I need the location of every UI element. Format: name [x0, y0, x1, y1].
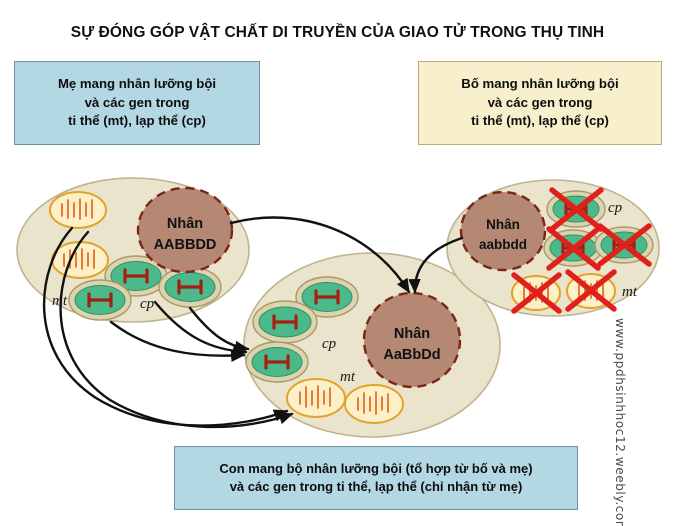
cross-out-icon: [546, 226, 601, 271]
father-info-line-3: ti thể (mt), lạp thể (cp): [471, 113, 609, 129]
cross-out-icon: [597, 223, 652, 267]
arrow-mother-mt1-to-zygote: [42, 226, 289, 427]
child-nucleus-label-1: Nhân: [394, 326, 430, 342]
father-info-line-2: và các gen trong: [487, 94, 593, 110]
father-mt-label: mt: [622, 284, 638, 300]
father-chloroplast-3: [594, 223, 654, 267]
arrow-mother-cp1-to-zygote: [188, 306, 250, 354]
child-cp-label: cp: [322, 336, 337, 352]
father-cell[interactable]: Nhân aabbdd: [446, 179, 660, 317]
child-mt-label: mt: [340, 369, 356, 385]
mother-info-line-2: và các gen trong: [84, 94, 190, 110]
child-info-line-2: và các gen trong ti thể, lạp thể (chỉ nh…: [229, 479, 523, 494]
child-chloroplast-2: [252, 300, 318, 344]
father-nucleus-label-1: Nhân: [486, 217, 520, 232]
arrow-mother-cp3-to-zygote: [109, 320, 246, 363]
mother-mitochondrion-1: [49, 191, 107, 229]
child-nucleus: Nhân AaBbDd: [362, 291, 462, 389]
mother-mitochondrion-2: [51, 241, 109, 279]
cross-out-icon: [565, 269, 617, 312]
father-nucleus: Nhân aabbdd: [459, 190, 547, 272]
father-info-box: Bố mang nhân lưỡng bội và các gen trong …: [418, 61, 662, 145]
mother-cell[interactable]: mt cp Nhân AABBDD: [16, 177, 250, 323]
father-mitochondrion-1: [511, 272, 562, 314]
mother-nucleus: Nhân AABBDD: [136, 186, 234, 274]
cross-out-icon: [511, 272, 562, 314]
mother-cp-label: cp: [140, 296, 155, 312]
cross-out-icon: [549, 187, 604, 232]
child-info-box: Con mang bộ nhân lưỡng bội (tổ hợp từ bố…: [174, 446, 578, 510]
page-title: SỰ ĐÓNG GÓP VẬT CHẤT DI TRUYỀN CỦA GIAO …: [70, 24, 605, 41]
child-chloroplast-3: [245, 341, 309, 383]
mother-chloroplast-2: [158, 266, 222, 308]
father-nucleus-label-2: aabbdd: [479, 237, 527, 252]
father-chloroplast-1: [546, 187, 606, 232]
inheritance-arrows: [42, 216, 464, 429]
child-info-line-1: Con mang bộ nhân lưỡng bội (tổ hợp từ bố…: [219, 460, 533, 476]
mother-info-box: Mẹ mang nhân lưỡng bội và các gen trong …: [14, 61, 260, 145]
mother-info-line-3: ti thể (mt), lạp thể (cp): [68, 113, 206, 129]
child-mitochondrion-1: [286, 378, 346, 418]
father-info-line-1: Bố mang nhân lưỡng bội: [461, 75, 619, 91]
father-cp-label: cp: [608, 200, 623, 216]
mother-chloroplast-3: [68, 279, 132, 321]
arrow-father-nucleus-to-zygote: [408, 236, 464, 294]
father-mitochondrion-2: [565, 269, 617, 312]
mother-nucleus-label-2: AABBDD: [154, 237, 217, 253]
child-cell[interactable]: cp mt: [243, 252, 501, 438]
father-chloroplast-2: [543, 226, 603, 271]
mother-nucleus-label-1: Nhân: [167, 216, 203, 232]
arrow-mother-mt2-to-zygote: [59, 230, 294, 429]
child-chloroplast-1: [295, 276, 359, 318]
arrow-mother-nucleus-to-zygote: [229, 216, 411, 294]
child-nucleus-label-2: AaBbDd: [383, 347, 440, 363]
child-mitochondrion-2: [344, 384, 404, 424]
mother-info-line-1: Mẹ mang nhân lưỡng bội: [57, 75, 217, 91]
